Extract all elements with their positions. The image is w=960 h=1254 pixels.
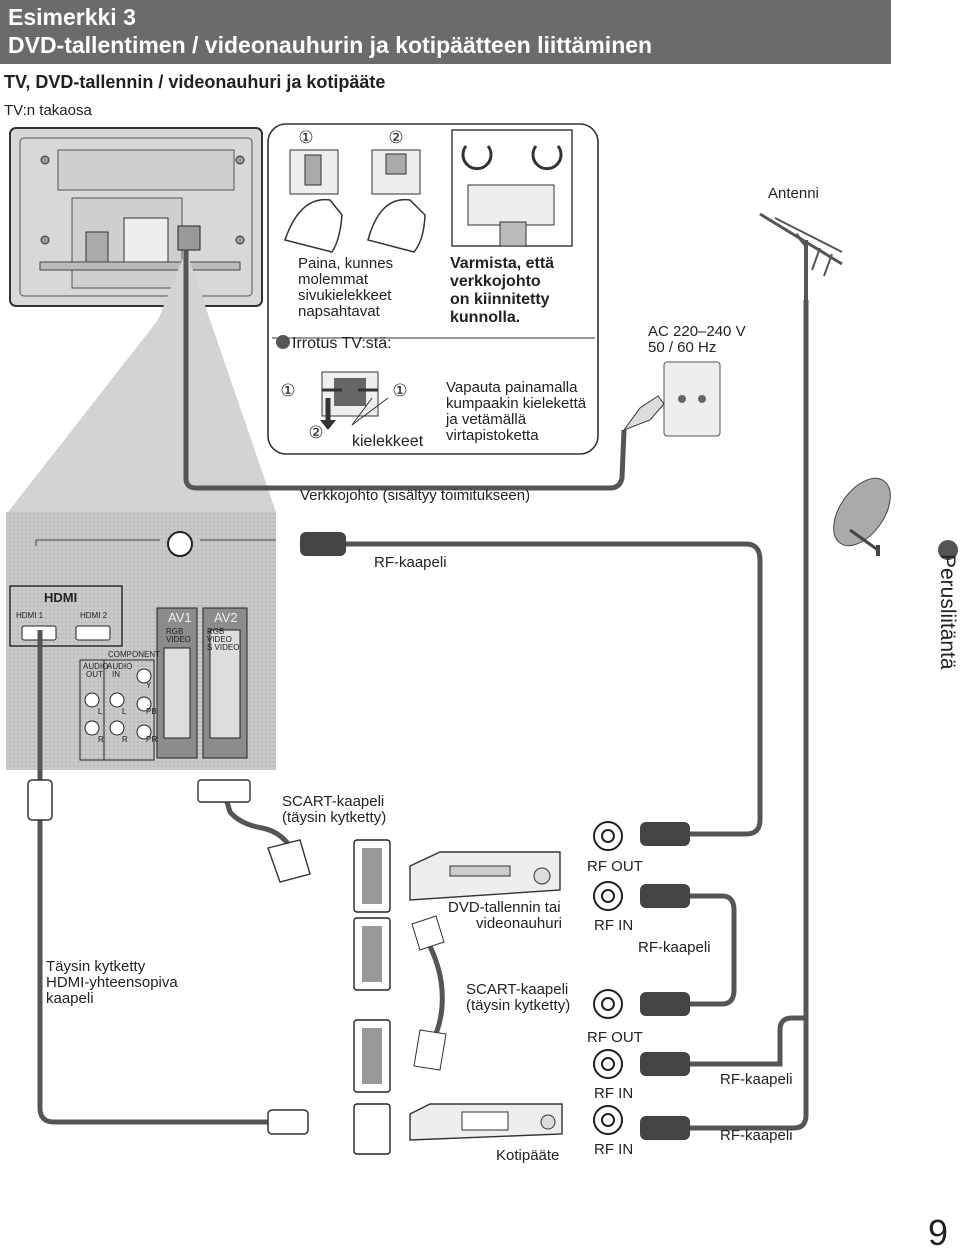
av2-rgb: RGB [207,627,224,636]
component-y: Y [146,681,152,690]
scart2-line2: (täysin kytketty) [466,997,570,1014]
side-tab-bullet [938,540,958,560]
hdmi-cable-line1: Täysin kytketty [46,958,146,975]
audio-in-l: L [122,707,127,716]
av2-label: AV2 [214,610,238,625]
mains-lead-label: Verkkojohto (sisältyy toimitukseen) [300,487,530,504]
rf-cable-label-1: RF-kaapeli [374,554,447,571]
hdmi1-label: HDMI 1 [16,611,44,620]
step-num-1: ① [298,128,313,147]
hdmi-logo: HDMI [44,590,77,605]
rf-in-label-3: RF IN [594,1141,633,1158]
side-tab-label: Perusliitäntä [936,554,959,670]
release-num-1-left: ① [280,381,295,400]
hdmi-cable-plug-top [27,779,53,821]
component-pr: PR [146,735,157,744]
set-top-box-illustration [409,1103,563,1141]
release-line1: Vapauta painamalla [446,379,578,396]
dvd-label-line1: DVD-tallennin tai [448,899,561,916]
av1-video: VIDEO [166,635,191,644]
plug-attach-illustration [272,129,595,430]
step-num-2: ② [388,128,403,147]
rf-out-label-2: RF OUT [587,1029,643,1046]
header-line2: DVD-tallentimen / videonauhurin ja kotip… [8,32,653,58]
rf-cable-label-4: RF-kaapeli [720,1127,793,1144]
hdmi2-label: HDMI 2 [80,611,108,620]
scart2-line1: SCART-kaapeli [466,981,568,998]
stb-label: Kotipääte [496,1147,559,1164]
ensure-line3: on kiinnitetty [450,291,550,308]
rf-jacks [593,821,623,1135]
ensure-line1: Varmista, että [450,255,554,272]
hdmi-cable-line3: kaapeli [46,990,94,1007]
antenna-input-jack[interactable] [167,531,193,557]
audio-out-l: L [98,707,103,716]
hdmi-cable-line2: HDMI-yhteensopiva [46,974,178,991]
ensure-line4: kunnolla. [450,309,520,326]
page-number: 9 [928,1212,949,1253]
remove-bullet [276,335,290,349]
audio-in-r: R [122,735,128,744]
satellite-dish [833,477,891,556]
dvd-recorder-illustration [409,851,561,901]
rf-cable-label-2: RF-kaapeli [638,939,711,956]
press-line3: sivukielekkeet [298,287,392,304]
header-line1: Esimerkki 3 [8,4,136,30]
component-pb: PB [146,707,157,716]
antenna-label: Antenni [768,185,819,202]
av2-svideo: S VIDEO [207,643,239,652]
hdmi-cable-plug-bottom [267,1109,309,1135]
av2-video: VIDEO [207,635,232,644]
audio-in-line2: IN [112,670,120,679]
release-line2: kumpaakin kielekettä [446,395,587,412]
scart1-line2: (täysin kytketty) [282,809,386,826]
audio-out-line1: AUDIO [83,662,108,671]
rf-cable-label-3: RF-kaapeli [720,1071,793,1088]
tabs-label: kielekkeet [352,433,424,450]
section-subtitle: TV, DVD-tallennin / videonauhuri ja koti… [4,72,386,92]
rf-in-label-2: RF IN [594,1085,633,1102]
release-line4: virtapistoketta [446,427,539,444]
rf-in-label-1: RF IN [594,917,633,934]
release-num-1-right: ① [392,381,407,400]
av1-label: AV1 [168,610,192,625]
audio-in-line1: AUDIO [107,662,132,671]
tv-back-illustration [9,127,263,307]
release-line3: ja vetämällä [445,411,527,428]
audio-out-line2: OUT [86,670,103,679]
antenna [759,212,843,312]
page-header: Esimerkki 3 DVD-tallentimen / videonauhu… [0,0,891,64]
press-line4: napsahtavat [298,303,381,320]
remove-label: Irrotus TV:stä: [292,335,392,352]
wall-socket [622,361,721,437]
component-label: COMPONENT [108,650,160,659]
press-line1: Paina, kunnes [298,255,393,272]
power-line2: 50 / 60 Hz [648,339,716,356]
tv-back-label: TV:n takaosa [4,102,92,119]
side-tab: Perusliitäntä [936,540,959,700]
audio-out-r: R [98,735,104,744]
press-line2: molemmat [298,271,369,288]
power-line1: AC 220–240 V [648,323,746,340]
ensure-line2: verkkojohto [450,273,541,290]
scart1-line1: SCART-kaapeli [282,793,384,810]
release-num-2: ② [308,423,323,442]
rf-out-label-1: RF OUT [587,858,643,875]
dvd-label-line2: videonauhuri [476,915,562,932]
av1-rgb: RGB [166,627,183,636]
